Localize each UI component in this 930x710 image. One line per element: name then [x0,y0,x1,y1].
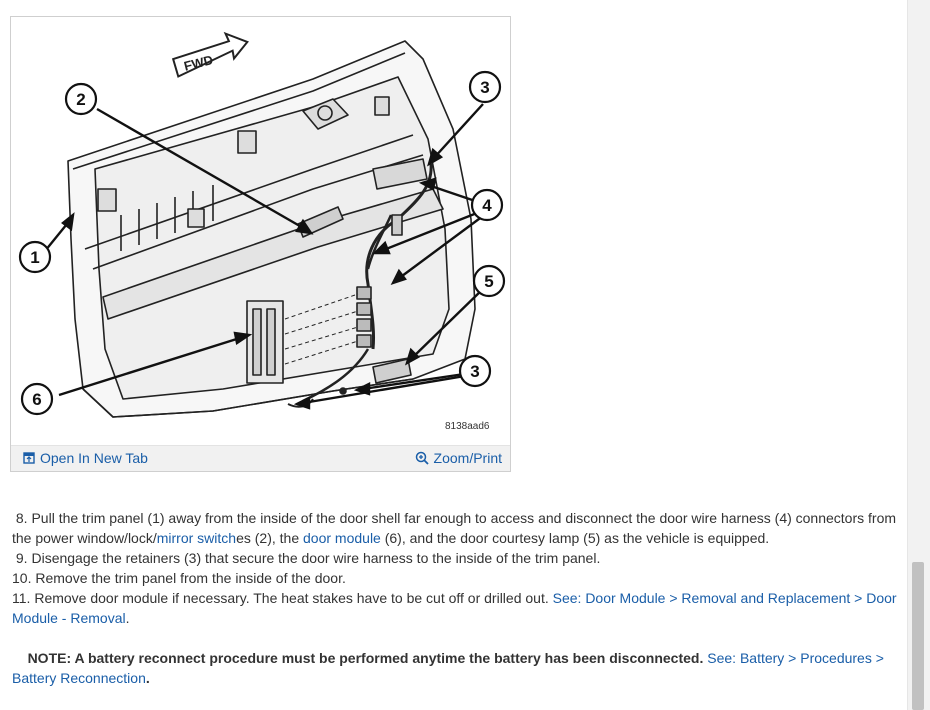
door-module-link[interactable]: door module [303,530,381,546]
callout-3-bottom: 3 [470,362,479,381]
door-module-removal-link[interactable]: See: Door Module > Removal and Replaceme… [12,590,897,626]
zoom-in-icon [415,451,429,465]
figure-card: FWD [10,16,511,472]
battery-reconnection-link[interactable]: See: Battery > Procedures > Battery Reco… [12,650,884,686]
fwd-arrow-icon: FWD [171,31,249,78]
step-8: 8. Pull the trim panel (1) away from the… [12,510,897,546]
page-divider [907,0,908,710]
battery-note: NOTE: A battery reconnect procedure must… [12,650,884,686]
zoom-print-button[interactable]: Zoom/Print [415,450,502,466]
callout-3-top: 3 [480,78,489,97]
new-tab-icon [23,452,35,464]
step-10: 10. Remove the trim panel from the insid… [12,570,346,586]
scrollbar-thumb[interactable] [912,562,924,710]
step-9: 9. Disengage the retainers (3) that secu… [15,550,601,566]
callout-6: 6 [32,390,41,409]
door-diagram-svg: FWD [18,31,506,432]
callout-1: 1 [30,248,39,267]
mirror-switch-link[interactable]: mirror switch [156,530,237,546]
open-in-new-tab-label: Open In New Tab [40,450,148,466]
scrollbar-track[interactable] [908,0,930,710]
callout-5: 5 [484,272,493,291]
zoom-print-label: Zoom/Print [433,450,502,466]
procedure-text: 8. Pull the trim panel (1) away from the… [12,508,902,688]
open-in-new-tab-button[interactable]: Open In New Tab [23,450,148,466]
callout-4: 4 [482,196,492,215]
figure-toolbar: Open In New Tab Zoom/Print [11,445,510,471]
note-text: NOTE: A battery reconnect procedure must… [27,650,704,666]
image-code: 8138aad6 [445,421,490,432]
fwd-label: FWD [182,52,214,74]
door-trim-diagram: FWD [13,19,508,443]
callout-2: 2 [76,90,85,109]
step-11: 11. Remove door module if necessary. The… [12,590,897,626]
